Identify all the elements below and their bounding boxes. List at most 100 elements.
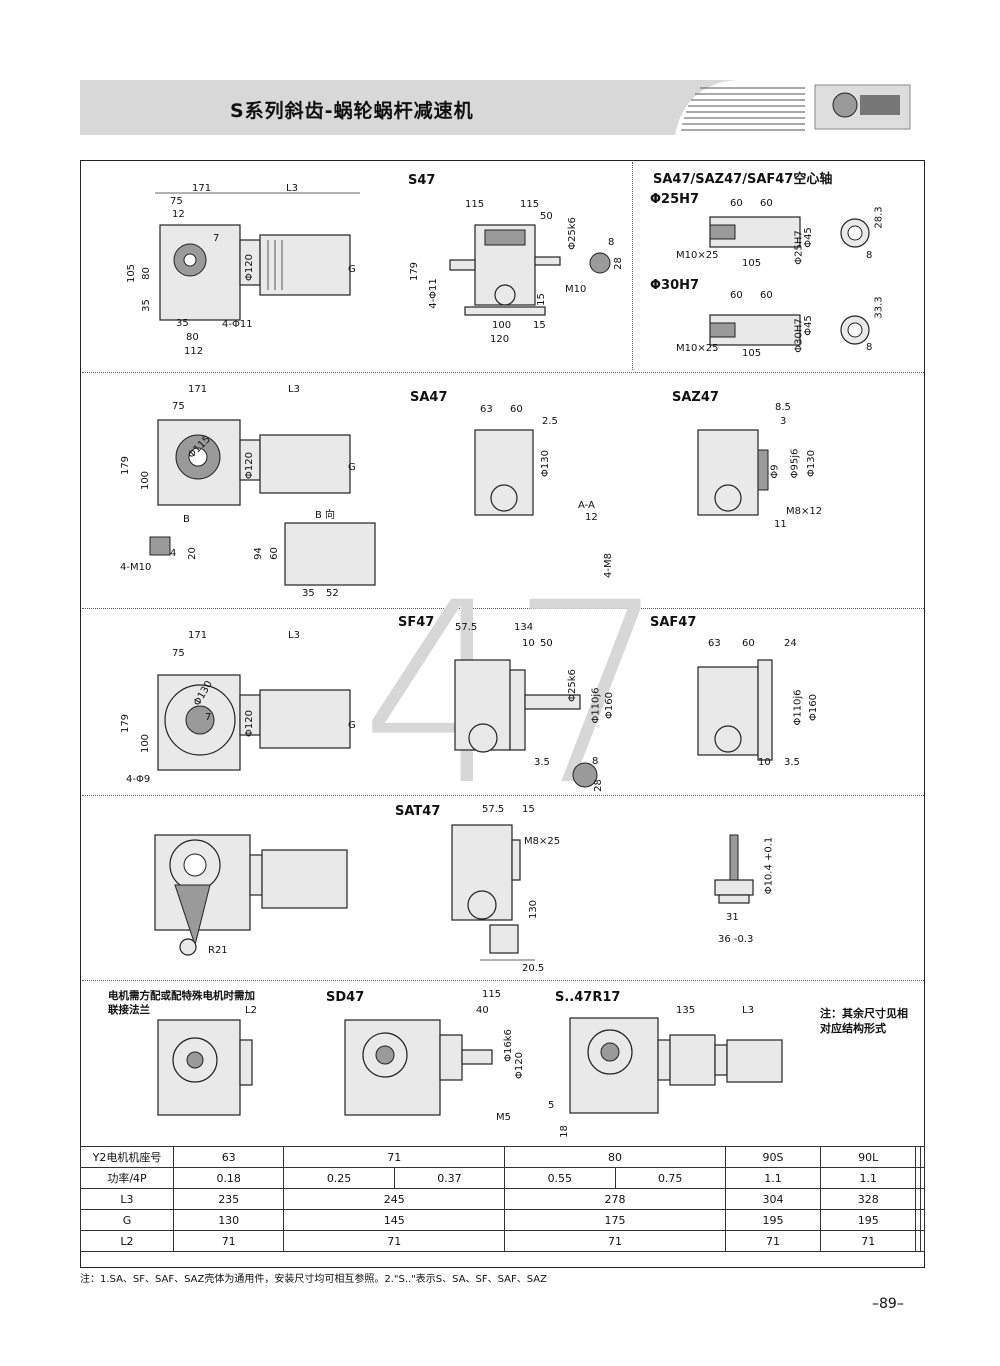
dim-text: Φ160: [807, 694, 819, 721]
dim-text: Φ25k6: [566, 217, 578, 250]
dim-text: A-A: [578, 500, 595, 511]
dim-text: 60: [268, 547, 280, 560]
dim-text: 100: [140, 470, 152, 491]
table-cell: 0.25: [283, 1167, 395, 1189]
sat47-torque-arm-drawing: [714, 834, 754, 904]
dim-text: 179: [409, 261, 421, 282]
dim-text: L2: [245, 1005, 257, 1016]
dim-text: Φ120: [513, 1052, 525, 1079]
sf47-side-drawing: [454, 659, 598, 788]
dim-text: 15: [522, 804, 535, 815]
table-cell: 0.18: [172, 1167, 285, 1189]
dim-text: 94: [252, 547, 264, 560]
dim-text: 5: [548, 1100, 555, 1111]
label-sat47: SAT47: [395, 804, 441, 819]
label-sd47: SD47: [326, 990, 365, 1005]
dim-text: 171: [188, 384, 208, 395]
dim-text: 28.3: [873, 206, 885, 229]
dim-text: Φ120: [243, 452, 255, 479]
dim-text: 4-Φ11: [427, 278, 439, 309]
dim-text: 8: [608, 237, 615, 248]
dim-text: 57.5: [482, 804, 505, 815]
dim-text: 80: [140, 267, 152, 280]
dim-text: M5: [496, 1112, 511, 1123]
table-row: 功率/4P 0.18 0.25 0.37 0.55 0.75 1.1 1.1: [80, 1167, 926, 1189]
spec-table: Y2电机机座号 63 71 80 90S 90L 功率/4P 0.18 0.25…: [80, 1146, 926, 1252]
banner-stripes-graphic: [675, 80, 925, 135]
dim-text: 179: [120, 455, 132, 476]
dim-text: 75: [172, 401, 185, 412]
label-d25h7: Φ25H7: [650, 192, 700, 207]
label-sf47: SF47: [398, 615, 435, 630]
sa47-side-drawing: [474, 429, 534, 516]
dim-text: 35: [176, 318, 189, 329]
divider-row-1: [82, 372, 924, 373]
table-cell: 80: [504, 1146, 726, 1168]
dim-text: Φ45: [802, 315, 814, 336]
divider-vertical: [632, 162, 633, 370]
dim-text: 15: [533, 320, 546, 331]
label-s47: S47: [408, 173, 436, 188]
dim-text: L3: [288, 630, 300, 641]
table-cell: 1.1: [724, 1167, 822, 1189]
dim-text: 4-M10: [120, 562, 152, 573]
dim-text: M10: [565, 284, 587, 295]
table-header-cell: L2: [80, 1230, 174, 1252]
dim-text: 7: [213, 233, 220, 244]
table-cell: 145: [283, 1209, 506, 1231]
dim-text: Φ160: [603, 692, 615, 719]
dim-text: 4-Φ9: [126, 774, 151, 785]
dim-text: 179: [120, 713, 132, 734]
table-cell: 71: [172, 1230, 285, 1252]
table-row: G 130 145 175 195 195: [80, 1209, 926, 1231]
footnote: 注：1.SA、SF、SAF、SAZ壳体为通用件，安装尺寸均可相互参照。2."S.…: [80, 1274, 547, 1285]
table-cell: 0.55: [504, 1167, 616, 1189]
divider-row-3: [82, 795, 924, 796]
flange-motor-drawing: [157, 1019, 253, 1116]
dim-text: 50: [540, 211, 553, 222]
dim-text: 60: [742, 638, 755, 649]
table-cell: 71: [724, 1230, 822, 1252]
motor-flange-note: 电机需方配或配特殊电机时需加联接法兰: [108, 989, 258, 1017]
dim-text: L3: [288, 384, 300, 395]
dim-text: 8: [866, 342, 873, 353]
saf47-side-drawing: [697, 659, 773, 761]
table-cell: 90L: [820, 1146, 917, 1168]
table-cell: 71: [283, 1146, 506, 1168]
dim-text: 57.5: [455, 622, 478, 633]
dim-text: 20.5: [522, 963, 545, 974]
table-cell: 175: [504, 1209, 726, 1231]
dim-text: 10: [522, 638, 535, 649]
label-sa47: SA47: [410, 390, 448, 405]
hollow-shaft-drawing: [709, 216, 870, 346]
table-cell: 195: [724, 1209, 822, 1231]
sd47-drawing: [344, 1019, 493, 1116]
dim-text: 12: [585, 512, 598, 523]
table-header-cell: G: [80, 1209, 174, 1231]
dim-text: 35: [302, 588, 315, 599]
label-hollow-shaft: SA47/SAZ47/SAF47空心轴: [653, 172, 833, 187]
dim-text: Φ10.4 +0.1: [763, 836, 775, 895]
dim-text: L3: [742, 1005, 754, 1016]
table-cell: 304: [724, 1188, 822, 1210]
dim-text: 2.5: [542, 416, 558, 427]
dim-text: 3: [780, 416, 787, 427]
motor-note-text: 电机需方配或配特殊电机时需加联接法兰: [108, 990, 255, 1016]
dim-text: 105: [742, 348, 762, 359]
table-cell: [919, 1230, 926, 1252]
dim-text: 8: [592, 756, 599, 767]
dim-text: Φ130: [805, 450, 817, 477]
dim-text: M10×25: [676, 250, 719, 261]
table-cell: 0.37: [393, 1167, 506, 1189]
dim-text: Φ110j6: [792, 689, 804, 726]
label-s47r17: S..47R17: [555, 990, 621, 1005]
side-note-text: 注：其余尺寸见相对应结构形式: [820, 1007, 908, 1035]
s47-side-drawing: [449, 224, 611, 316]
s47r17-drawing: [569, 1017, 783, 1114]
dim-text: 115: [520, 199, 540, 210]
sf47-front-drawing: [157, 674, 351, 771]
table-cell: 278: [504, 1188, 726, 1210]
dim-text: 134: [514, 622, 534, 633]
dim-text: 3.5: [784, 757, 800, 768]
table-cell: 90S: [724, 1146, 822, 1168]
